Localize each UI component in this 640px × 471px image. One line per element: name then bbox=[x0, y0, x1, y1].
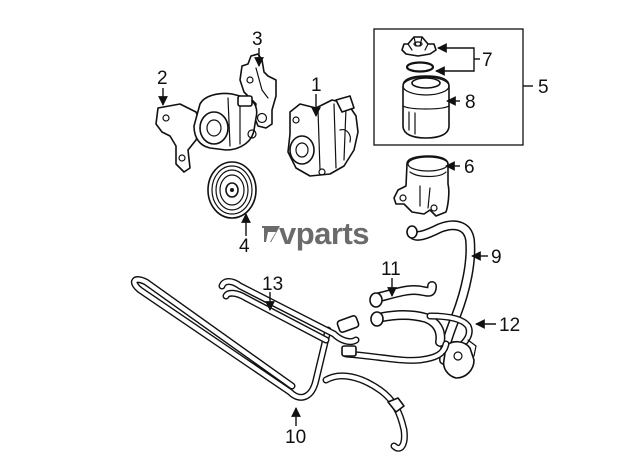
callout-13: 13 bbox=[262, 274, 283, 295]
callout-12: 12 bbox=[499, 315, 520, 336]
reservoir-bracket[interactable] bbox=[393, 155, 460, 217]
reservoir-supply-hose[interactable] bbox=[406, 220, 488, 365]
callout-10: 10 bbox=[285, 427, 306, 448]
callout-7: 7 bbox=[482, 50, 493, 71]
callout-3: 3 bbox=[252, 29, 263, 50]
reservoir-canister[interactable] bbox=[402, 75, 450, 139]
reservoir-kit-frame bbox=[373, 28, 524, 146]
cooler-line-loop[interactable] bbox=[130, 276, 408, 452]
reservoir-o-ring[interactable] bbox=[405, 61, 435, 73]
cooler-return-hose[interactable] bbox=[426, 312, 496, 379]
reservoir-kit-group bbox=[373, 28, 533, 146]
watermark-logo: vparts bbox=[262, 216, 370, 251]
callout-9: 9 bbox=[491, 247, 502, 268]
callout-4: 4 bbox=[239, 236, 250, 257]
callout-5: 5 bbox=[538, 77, 549, 98]
lv-monogram-logo bbox=[262, 226, 280, 244]
callout-1: 1 bbox=[311, 75, 322, 96]
power-steering-pump[interactable] bbox=[287, 94, 359, 177]
pump-pulley[interactable] bbox=[207, 161, 257, 236]
callout-2: 2 bbox=[157, 68, 168, 89]
pressure-hose-assembly[interactable] bbox=[218, 278, 450, 364]
pump-assembly-left[interactable] bbox=[193, 92, 258, 151]
callout-6: 6 bbox=[464, 157, 475, 178]
pump-bracket-upper[interactable] bbox=[239, 48, 277, 129]
callout-11: 11 bbox=[381, 259, 401, 280]
callout-8: 8 bbox=[465, 92, 476, 113]
watermark-text: vparts bbox=[279, 216, 369, 251]
return-hose-short[interactable] bbox=[369, 278, 446, 347]
reservoir-cap[interactable] bbox=[401, 36, 437, 57]
